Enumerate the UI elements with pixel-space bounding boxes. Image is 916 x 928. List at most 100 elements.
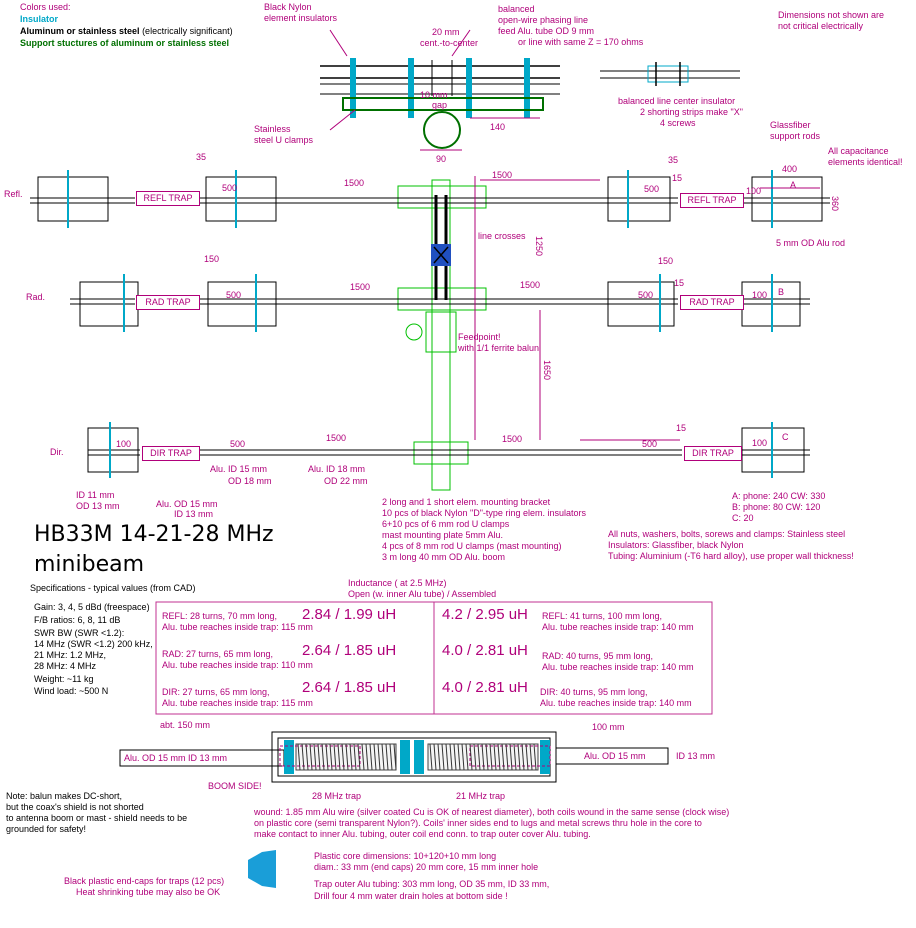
plastic-end-cap (248, 850, 276, 888)
refl-trap-left: REFL TRAP (136, 191, 200, 206)
bracket-note-3: 6+10 pcs of 6 mm rod U clamps (382, 519, 510, 529)
dim-15-refl: 15 (672, 173, 683, 183)
dim-500-dir-left: 500 (230, 439, 246, 449)
bracket-note-2: 10 pcs of black Nylon "D"-type ring elem… (382, 508, 586, 518)
endcap-note-2: Heat shrinking tube may also be OK (76, 887, 221, 897)
feed-label-2: open-wire phasing line (498, 15, 589, 25)
ind-rad-21-value: 2.64 / 1.85 uH (302, 642, 397, 659)
dim-500-dir-right: 500 (642, 439, 658, 449)
id15-label-2: OD 18 mm (228, 476, 272, 486)
bracket-note-5: 4 pcs of 8 mm rod U clamps (mast mountin… (382, 541, 562, 551)
dim-140: 140 (490, 122, 506, 132)
dim-1500-dir-right: 1500 (502, 434, 523, 444)
refl-label: Refl. (4, 189, 23, 199)
legend-insulator: Insulator (20, 14, 59, 24)
id15-label-1: Alu. ID 15 mm (210, 464, 268, 474)
spacing-label-2: cent.-to-center (420, 38, 479, 48)
center-insulator-drawing (600, 62, 740, 86)
ind-rad-14-2: Alu. tube reaches inside trap: 140 mm (542, 662, 694, 672)
dims-note-2: not critical electrically (778, 21, 864, 31)
id11-label-1: ID 11 mm (76, 490, 115, 500)
outer-note-2: Drill four 4 mm water drain holes at bot… (314, 891, 508, 901)
capacitance-note-2: elements identical! (828, 157, 903, 167)
glassfiber-support-rods (67, 170, 773, 478)
spec-line-1: Gain: 3, 4, 5 dBd (freespace) (34, 602, 150, 612)
id13-right-label: ID 13 mm (676, 751, 716, 761)
spec-line-6: 28 MHz: 4 MHz (34, 661, 97, 671)
wound-note-2: on plastic core (semi transparent Nylon?… (254, 818, 702, 828)
legend-aluminum-note: (electrically significant) (142, 26, 233, 36)
ind-rad-14-1: RAD: 40 turns, 95 mm long, (542, 651, 654, 661)
trap28-label: 28 MHz trap (312, 791, 362, 801)
dim-360: 360 (830, 196, 840, 212)
ind-refl-21-1: REFL: 28 turns, 70 mm long, (162, 611, 278, 621)
materials-1: All nuts, washers, bolts, sorews and cla… (608, 529, 846, 539)
ind-rad-14-value: 4.0 / 2.81 uH (442, 642, 528, 659)
ind-refl-21-2: Alu. tube reaches inside trap: 115 mm (162, 622, 313, 632)
trap-cross-section (119, 731, 669, 783)
clamps-label-1: Stainless (254, 124, 291, 134)
wound-note-3: make contact to inner Alu. tubing, outer… (254, 829, 591, 839)
outer-note-1: Trap outer Alu tubing: 303 mm long, OD 3… (314, 879, 550, 889)
alu-rod-label: 5 mm OD Alu rod (776, 238, 846, 248)
inductance-heading-1: Inductance ( at 2.5 MHz) (348, 578, 447, 588)
trap21-label: 21 MHz trap (456, 791, 506, 801)
dim-100-refl: 100 (746, 186, 762, 196)
balun-note-2: but the coax's shield is not shorted (6, 802, 144, 812)
feedpoint-label-2: with 1/1 ferrite balun (458, 343, 540, 353)
capacitance-note-1: All capacitance (828, 146, 889, 156)
boom-side-label: BOOM SIDE! (208, 781, 262, 791)
balun-note-3: to antenna boom or mast - shield needs t… (6, 813, 188, 823)
cap-value-c: C: 20 (732, 513, 754, 523)
page-subtitle: minibeam (34, 552, 145, 577)
dim-150-right: 150 (658, 256, 674, 266)
core-note-2: diam.: 33 mm (end caps) 20 mm core, 15 m… (314, 862, 539, 872)
endcap-note-1: Black plastic end-caps for traps (12 pcs… (64, 876, 225, 886)
ind-dir-21-2: Alu. tube reaches inside trap: 115 mm (162, 698, 313, 708)
nylon-insulator (350, 58, 530, 118)
dir-trap-right: DIR TRAP (684, 446, 742, 461)
dim-1650: 1650 (542, 360, 552, 381)
dir-trap-left: DIR TRAP (142, 446, 200, 461)
cap-value-a: A: phone: 240 CW: 330 (732, 491, 826, 501)
top-detail-drawing (320, 29, 560, 151)
feed-label-4: or line with same Z = 170 ohms (518, 37, 644, 47)
wound-note-1: wound: 1.85 mm Alu wire (silver coated C… (254, 807, 730, 817)
legend-aluminum: Aluminum or stainless steel (20, 26, 140, 36)
ind-dir-14-2: Alu. tube reaches inside trap: 140 mm (540, 698, 692, 708)
dim-1500-refl-left: 1500 (344, 178, 365, 188)
center-insulator-label-2: 2 shorting strips make "X" (640, 107, 743, 117)
od15-label-2: ID 13 mm (174, 509, 214, 519)
dir-label: Dir. (50, 447, 64, 457)
center-insulator-label-1: balanced line center insulator (618, 96, 736, 106)
mm100-label: 100 mm (592, 722, 625, 732)
bracket-note-1: 2 long and 1 short elem. mounting bracke… (382, 497, 551, 507)
feedpoint-label-1: Feedpoint! (458, 332, 501, 342)
refl-trap-right: REFL TRAP (680, 193, 744, 208)
balun-note-4: grounded for safety! (6, 824, 87, 834)
gap-label: gap (432, 100, 448, 110)
glassfiber-label-2: support rods (770, 131, 821, 141)
id18-label-1: Alu. ID 18 mm (308, 464, 366, 474)
capacitance-elements (37, 176, 823, 473)
ind-refl-21-value: 2.84 / 1.99 uH (302, 606, 397, 623)
dim-100-dir-left: 100 (116, 439, 132, 449)
spec-line-3: SWR BW (SWR <1.2): (34, 628, 125, 638)
cap-a: A (790, 180, 797, 190)
dims-note-1: Dimensions not shown are (778, 10, 885, 20)
spec-line-2: F/B ratios: 6, 8, 11 dB (34, 615, 121, 625)
dim-1500-refl-right: 1500 (492, 170, 513, 180)
ind-rad-21-2: Alu. tube reaches inside trap: 110 mm (162, 660, 313, 670)
dim-500-refl-left: 500 (222, 183, 238, 193)
id11-label-2: OD 13 mm (76, 501, 120, 511)
dim-1500-dir-left: 1500 (326, 433, 347, 443)
trap-coil-windings (297, 743, 537, 771)
ind-dir-14-value: 4.0 / 2.81 uH (442, 679, 528, 696)
nylon-label-1: Black Nylon (264, 2, 312, 12)
ind-dir-14-1: DIR: 40 turns, 95 mm long, (540, 687, 648, 697)
dim-1500-rad-left: 1500 (350, 282, 371, 292)
ind-dir-21-value: 2.64 / 1.85 uH (302, 679, 397, 696)
core-note-1: Plastic core dimensions: 10+120+10 mm lo… (314, 851, 497, 861)
dim-15-rad: 15 (674, 278, 685, 288)
